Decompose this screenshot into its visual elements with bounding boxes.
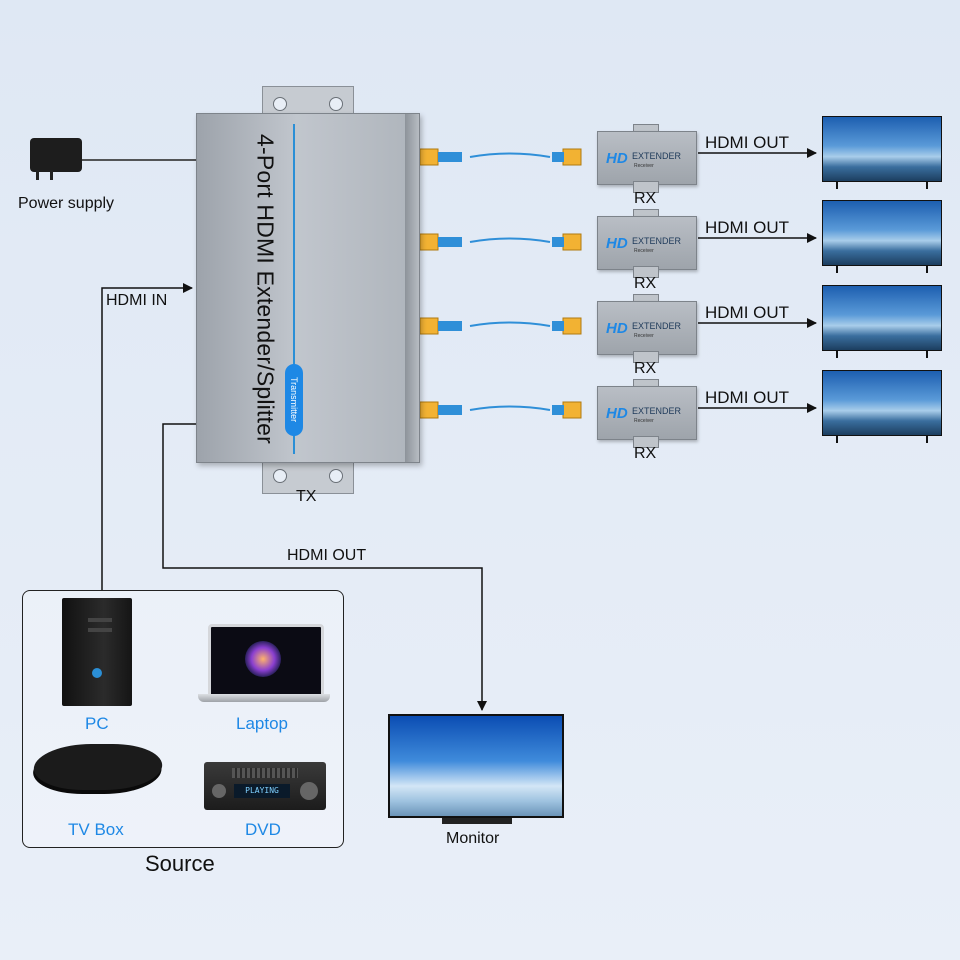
dvd-display-text: PLAYING [234,784,290,798]
transmitter-accent-line [293,124,295,454]
receiver-sub-label: Receiver [634,333,654,339]
source-title: Source [145,851,215,876]
hdmi-in-label: HDMI IN [106,292,168,309]
extender-label: EXTENDER [632,321,682,331]
rx-label: RX [634,360,657,377]
dvd-label: DVD [245,820,281,839]
pc-label: PC [85,714,109,733]
tv-display-icon [822,285,942,358]
receiver-sub-label: Receiver [634,248,654,254]
rx-label: RX [634,445,657,462]
rx-mount-ear [633,436,659,448]
tx-mount-ear-bottom [262,458,354,494]
tx-label: TX [296,488,317,505]
hd-logo: HD [606,235,628,252]
hdmi-out-wire [162,423,487,711]
hd-logo: HD [606,320,628,337]
hd-logo: HD [606,405,628,422]
rx-label: RX [634,190,657,207]
hdmi-in-wire [101,283,193,590]
extender-label: EXTENDER [632,236,682,246]
power-adapter-icon [30,138,82,172]
hdmi-out-local-label: HDMI OUT [287,547,367,564]
monitor-icon [388,714,564,824]
rx-mount-ear [633,266,659,278]
cable-2 [419,233,582,251]
plug-prong-icon [36,170,39,180]
hd-logo: HD [606,150,628,167]
rx-label: RX [634,275,657,292]
power-supply-label: Power supply [18,195,115,212]
monitor-label: Monitor [446,830,500,847]
rx-mount-ear [633,181,659,193]
plug-prong-icon [50,170,53,180]
hdmi-out-label: HDMI OUT [705,133,790,152]
tv-display-icon [822,116,942,189]
dvd-player-icon: PLAYING [204,762,326,810]
hdmi-out-label: HDMI OUT [705,388,790,407]
hdmi-out-label: HDMI OUT [705,218,790,237]
tv-box-label: TV Box [68,820,124,839]
cable-1 [419,148,582,166]
transmitter-unit: 4-Port HDMI Extender/Splitter Transmitte… [196,113,420,463]
tv-display-icon [822,200,942,273]
cable-4 [419,401,582,419]
cable-3 [419,317,582,335]
laptop-label: Laptop [236,714,288,733]
laptop-base [198,694,330,702]
laptop-icon [208,624,324,698]
extender-label: EXTENDER [632,151,682,161]
receiver-sub-label: Receiver [634,418,654,424]
receiver-sub-label: Receiver [634,163,654,169]
extender-label: EXTENDER [632,406,682,416]
network-cables [419,148,582,419]
tv-display-icon [822,370,942,443]
pc-tower-icon [62,598,132,706]
hdmi-out-label: HDMI OUT [705,303,790,322]
rx-mount-ear [633,351,659,363]
transmitter-title: 4-Port HDMI Extender/Splitter [252,133,279,444]
transmitter-badge: Transmitter [285,364,303,436]
